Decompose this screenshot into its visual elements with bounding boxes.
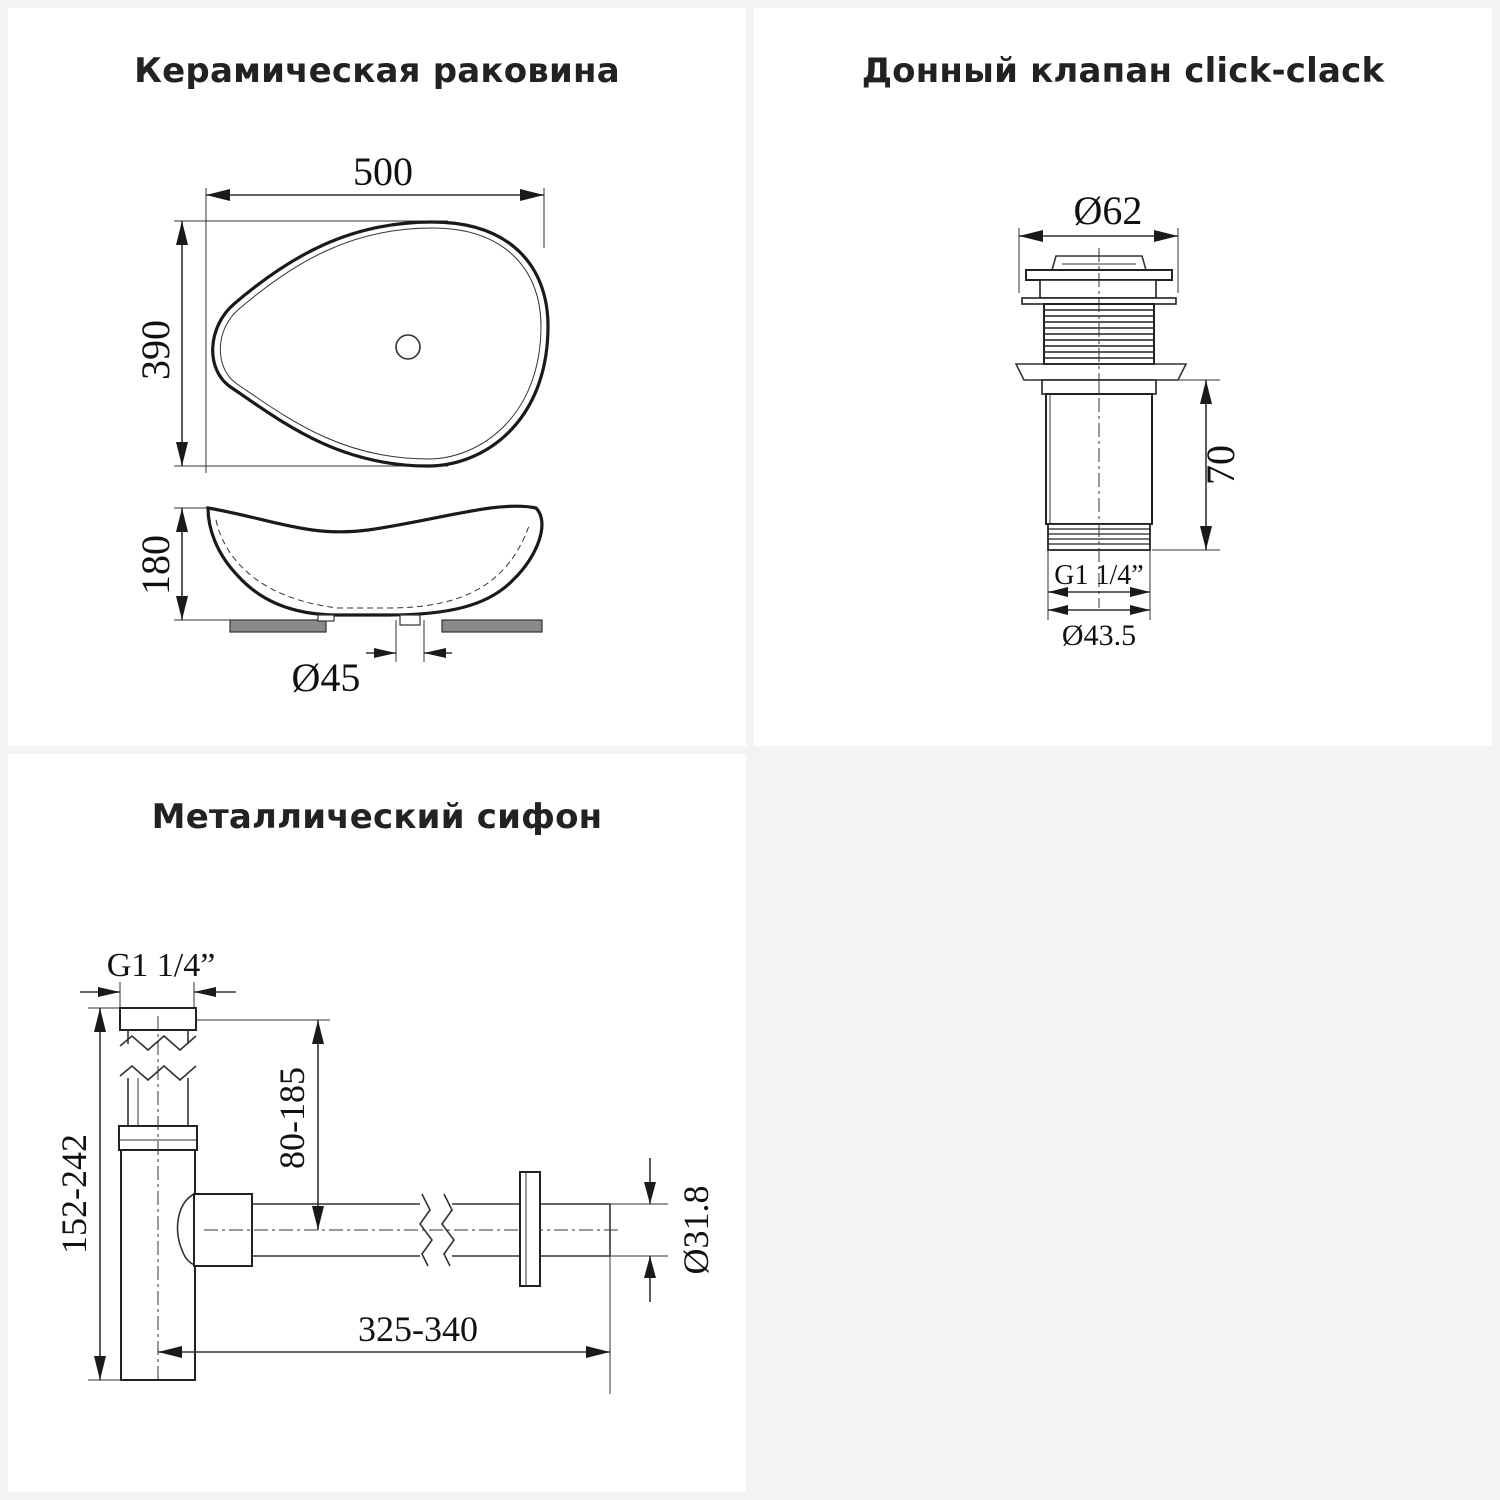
sink-top-outline: [211, 220, 550, 468]
arrowhead: [1048, 605, 1068, 615]
arrowhead: [1019, 230, 1043, 242]
sink-drawing: 500 390 180 Ø45: [133, 149, 550, 700]
sink-top-inner: [219, 227, 542, 460]
pipe-break-top: [119, 1034, 197, 1052]
arrowhead: [1200, 526, 1212, 550]
arrowhead: [94, 1008, 106, 1032]
sink-height-label: 180: [133, 535, 178, 595]
arrowhead: [94, 1356, 106, 1380]
siphon-adjust-label: 80-185: [272, 1067, 312, 1169]
sink-panel: Керамическая раковина 500 390 180: [8, 8, 746, 746]
sink-side-inner: [215, 519, 531, 609]
arrowhead: [312, 1206, 324, 1230]
arrowhead: [176, 442, 188, 466]
arrowhead: [1130, 605, 1150, 615]
wall-flange: [519, 1171, 541, 1287]
arrowhead: [312, 1020, 324, 1044]
valve-drawing: Ø62 70: [1014, 188, 1243, 652]
outlet-break-left: [419, 1193, 433, 1267]
arrowhead: [98, 987, 120, 997]
outlet-break-right: [441, 1193, 455, 1267]
valve-body-label: Ø43.5: [1062, 619, 1136, 652]
valve-neck: [1039, 279, 1157, 299]
valve-nut-flange: [1014, 363, 1188, 381]
siphon-length-label: 325-340: [358, 1309, 478, 1349]
sink-width-label: 500: [353, 149, 413, 194]
valve-title: Донный клапан click-clack: [861, 51, 1385, 91]
arrowhead: [374, 648, 396, 658]
valve-thread-label: G1 1/4”: [1054, 560, 1143, 591]
pipe-break-bottom: [119, 1064, 197, 1082]
cap-diameter-label: Ø62: [1074, 188, 1143, 233]
drain-hole: [395, 334, 421, 360]
arrowhead: [194, 987, 216, 997]
arrowhead: [424, 648, 446, 658]
valve-panel: Донный клапан click-clack Ø62: [754, 8, 1492, 746]
countertop-left: [229, 619, 327, 633]
siphon-panel: Металлический сифон G1 1/4”: [8, 754, 746, 1492]
drain-diameter-label: Ø45: [292, 655, 361, 700]
countertop-right: [441, 619, 543, 633]
arrowhead: [1130, 587, 1150, 597]
sink-depth-label: 390: [133, 320, 178, 380]
siphon-diameter-label: Ø31.8: [676, 1186, 716, 1275]
arrowhead: [586, 1346, 610, 1358]
siphon-height-label: 152-242: [54, 1134, 94, 1254]
arrowhead: [644, 1182, 656, 1204]
drain-outlet: [399, 614, 421, 626]
sink-side-outline: [206, 504, 544, 617]
arrowhead: [520, 189, 544, 201]
arrowhead: [158, 1346, 182, 1358]
arrowhead: [176, 596, 188, 620]
siphon-inlet-label: G1 1/4”: [107, 947, 216, 984]
arrowhead: [1048, 587, 1068, 597]
sink-title: Керамическая раковина: [134, 51, 620, 91]
arrowhead: [1200, 380, 1212, 404]
sink-foot: [317, 614, 335, 622]
valve-length-label: 70: [1198, 445, 1243, 485]
siphon-drawing: G1 1/4”: [54, 947, 716, 1394]
arrowhead: [206, 189, 230, 201]
arrowhead: [176, 221, 188, 245]
arrowhead: [1154, 230, 1178, 242]
arrowhead: [176, 508, 188, 532]
arrowhead: [644, 1256, 656, 1278]
siphon-title: Металлический сифон: [151, 797, 603, 837]
